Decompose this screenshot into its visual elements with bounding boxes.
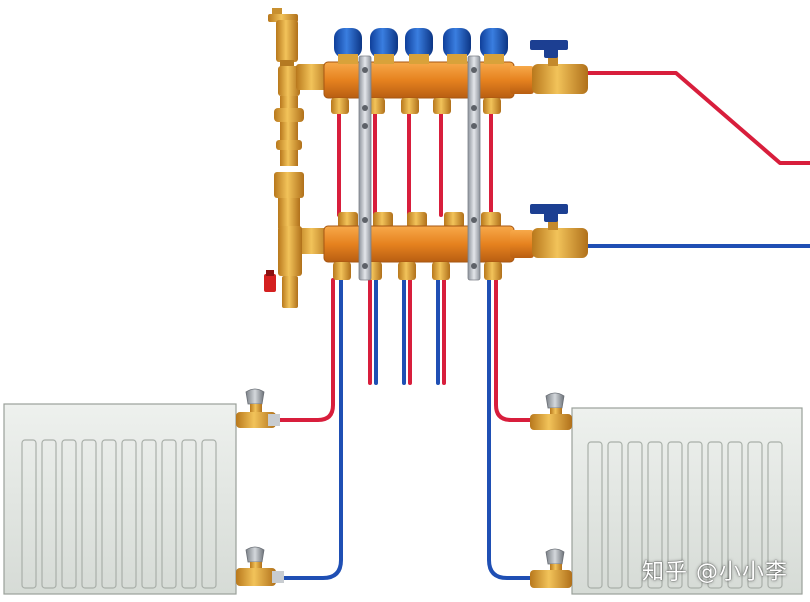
- left-radiator-return-pipe: [278, 278, 343, 580]
- mounting-bracket-right: [467, 55, 481, 281]
- mounting-bracket-left: [358, 55, 372, 281]
- actuator-cap-4: [443, 28, 471, 64]
- right-radiator-return-pipe: [487, 278, 542, 580]
- supply-outlets: [331, 98, 501, 114]
- bypass-assembly: [264, 8, 330, 308]
- left-radiator-fins: [21, 439, 217, 589]
- thermostatic-valve-icon: [236, 388, 280, 428]
- return-manifold-bar: [323, 225, 515, 263]
- return-outlets: [333, 262, 502, 280]
- drain-valve-icon: [264, 270, 276, 292]
- actuator-cap-2: [370, 28, 398, 64]
- supply-manifold-bar: [323, 61, 515, 99]
- return-ball-valve-icon: [530, 204, 588, 258]
- return-top-fittings: [338, 212, 501, 228]
- right-radiator-supply-pipe: [494, 278, 542, 422]
- actuator-cap-1: [334, 28, 362, 64]
- right-radiator: [530, 392, 803, 595]
- main-supply-pipe: [586, 71, 810, 165]
- right-lockshield-valve-icon: [530, 548, 572, 588]
- right-radiator-fins: [587, 441, 783, 589]
- air-vent-icon: [268, 8, 298, 68]
- pipe-network: [273, 71, 810, 580]
- actuator-cap-5: [480, 28, 508, 64]
- lockshield-valve-icon: [236, 546, 284, 586]
- left-radiator: [3, 388, 284, 595]
- right-thermostatic-valve-icon: [530, 392, 572, 430]
- left-radiator-supply-pipe: [273, 278, 335, 422]
- actuator-cap-3: [405, 28, 433, 64]
- ball-valve-icon: [530, 40, 588, 94]
- supply-manifold: [323, 28, 588, 114]
- return-manifold: [323, 204, 588, 280]
- watermark: 知乎 @小小李: [642, 560, 788, 585]
